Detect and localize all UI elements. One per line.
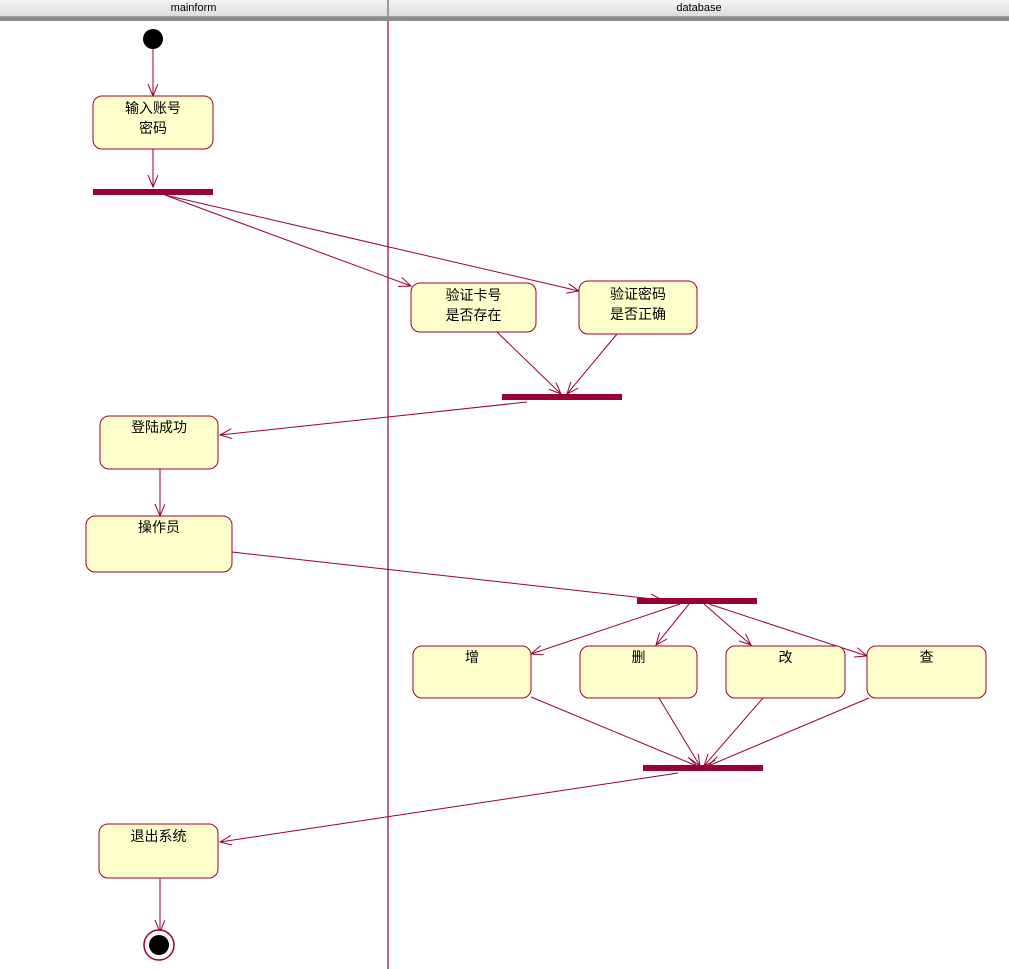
transition-verify-password-to-join1[interactable]	[567, 333, 618, 394]
transition-join2-to-exit[interactable]	[220, 772, 679, 842]
join-bar-2[interactable]	[643, 765, 763, 771]
activity-input-box[interactable]	[92, 95, 214, 150]
activity-operator-box[interactable]	[85, 515, 233, 573]
activity-modify-box[interactable]	[725, 645, 846, 699]
activity-delete-label: 删	[631, 650, 646, 666]
activity-exit-label: 退出系统	[130, 829, 187, 845]
activity-operator-label: 操作员	[138, 520, 180, 536]
activity-add-box[interactable]	[412, 645, 532, 699]
swimlane-header-mainform[interactable]: mainform	[0, 0, 387, 17]
initial-node[interactable]	[143, 29, 163, 49]
activity-exit-box[interactable]	[98, 823, 219, 879]
transition-query-to-join2[interactable]	[708, 697, 870, 766]
activity-query-label: 查	[919, 650, 934, 666]
activity-query-box[interactable]	[866, 645, 987, 699]
activity-login-success-label: 登陆成功	[131, 420, 187, 436]
transition-fork1-to-verify-password[interactable]	[164, 194, 579, 291]
transition-fork2-to-add[interactable]	[531, 603, 681, 654]
activity-verify-card-box[interactable]	[410, 282, 537, 333]
activity-verify-password-box[interactable]	[578, 280, 698, 335]
swimlane-label-mainform: mainform	[170, 2, 217, 14]
swimlane-label-database: database	[676, 2, 722, 14]
transition-verify-card-to-join1[interactable]	[496, 331, 561, 394]
transition-fork2-to-delete[interactable]	[656, 603, 690, 645]
activity-add-label: 增	[465, 650, 479, 666]
header-divider	[387, 0, 389, 21]
activity-login-success-box[interactable]	[99, 415, 219, 470]
join-bar-1[interactable]	[502, 394, 622, 400]
transition-join1-to-login-success[interactable]	[220, 401, 528, 435]
final-node-core	[149, 935, 169, 955]
transition-operator-to-fork2[interactable]	[231, 551, 662, 600]
fork-bar-2[interactable]	[637, 598, 757, 604]
transition-delete-to-join2[interactable]	[658, 697, 700, 766]
transition-fork2-to-modify[interactable]	[703, 603, 751, 645]
activity-delete-box[interactable]	[579, 645, 698, 699]
fork-bar-1[interactable]	[93, 189, 213, 195]
activity-input-label: 输入账号 密码	[125, 101, 181, 137]
transition-add-to-join2[interactable]	[530, 696, 697, 766]
transition-modify-to-join2[interactable]	[704, 697, 764, 766]
activity-modify-label: 改	[778, 650, 793, 666]
transition-fork1-to-verify-card[interactable]	[164, 194, 411, 286]
activity-verify-password-label: 验证密码 是否正确	[610, 287, 666, 323]
header-rule	[0, 17, 1009, 21]
swimlane-header-database[interactable]: database	[389, 0, 1009, 17]
activity-verify-card-label: 验证卡号 是否存在	[445, 288, 502, 324]
